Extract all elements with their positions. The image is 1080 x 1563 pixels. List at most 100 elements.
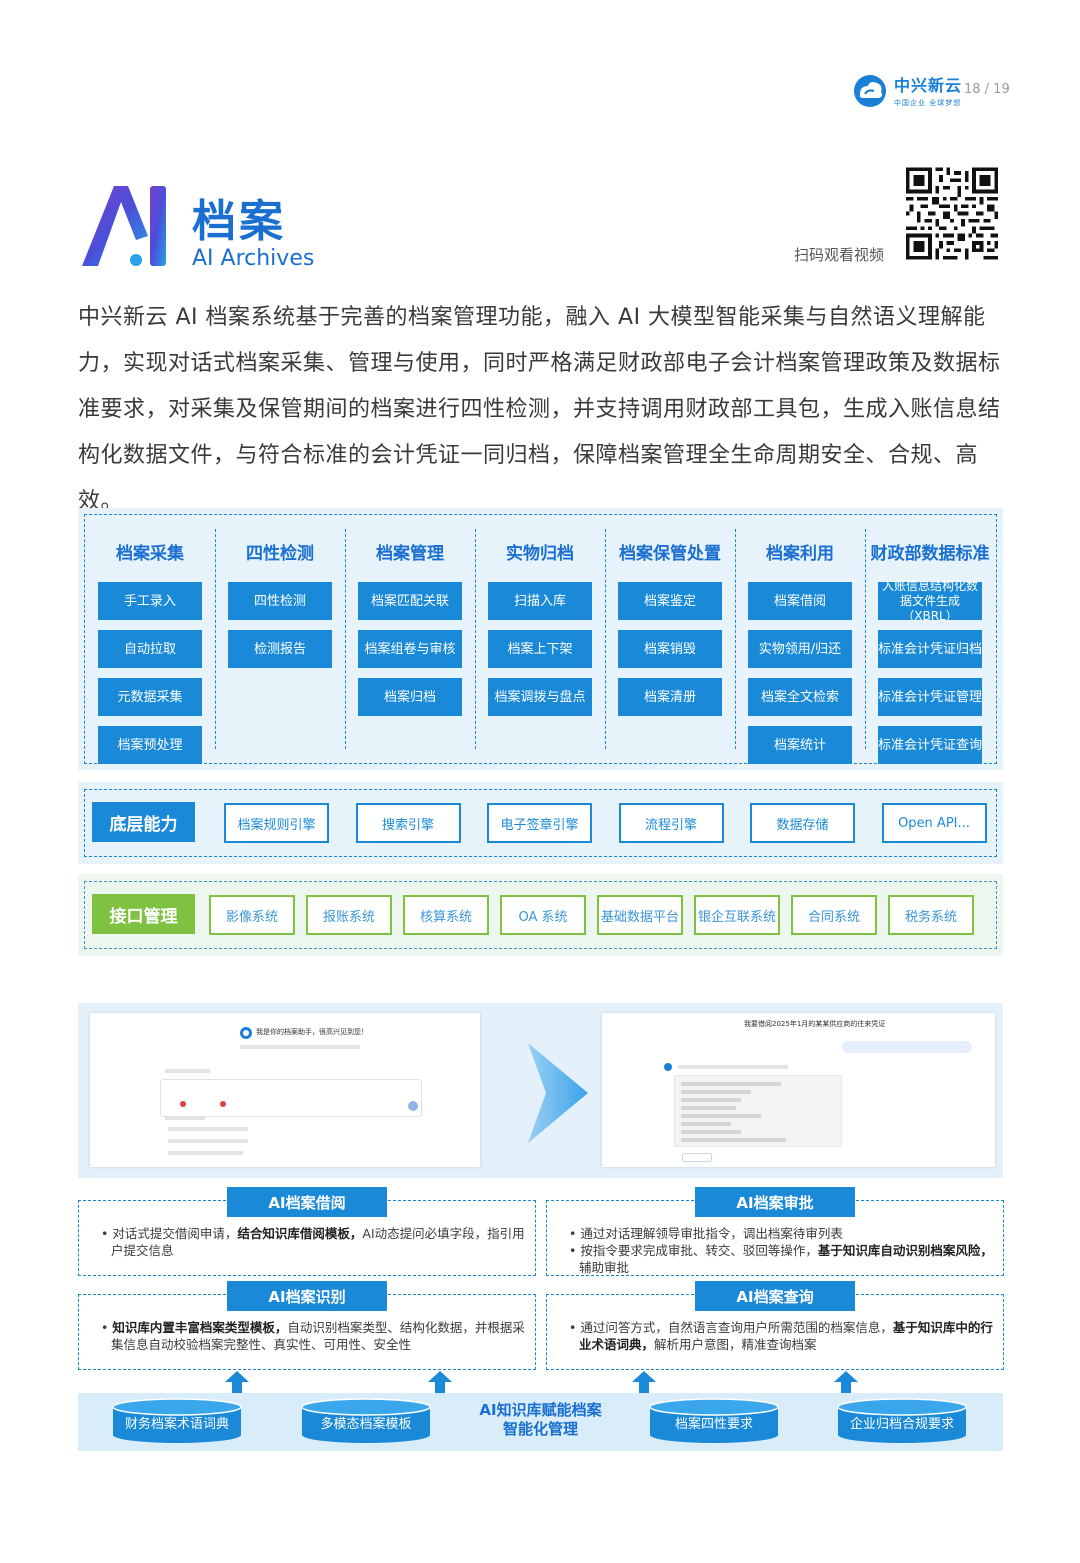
arch-column-title: 财政部数据标准	[870, 544, 990, 564]
knowledge-base-item-label: 多模态档案模板	[320, 1417, 412, 1432]
arch-module: 档案归档	[358, 678, 462, 716]
arch-column-title: 档案保管处置	[619, 544, 721, 564]
qr-code-icon	[906, 167, 998, 260]
brand-logo-group: 中兴新云 中国企业 全球梦想	[850, 70, 962, 110]
knowledge-base-item-label: 企业归档合规要求	[849, 1417, 954, 1432]
ai-gradient-logo	[82, 186, 166, 266]
arch-module: 标准会计凭证归档	[878, 630, 982, 668]
notice-dot-icon	[180, 1101, 186, 1107]
knowledge-base-cylinder: 档案四性要求	[648, 1397, 780, 1443]
arch-module: 档案调拨与盘点	[488, 678, 592, 716]
flow-arrow-icon	[528, 1043, 588, 1143]
assistant-input-box[interactable]	[160, 1079, 422, 1117]
arch-column-7: 财政部数据标准入账信息结构化数据文件生成（XBRL） 标准会计凭证归档标准会计凭证…	[865, 529, 995, 764]
up-arrow-icon	[225, 1371, 249, 1393]
arch-column-divider	[215, 529, 216, 749]
feature-borrow-text: • 对话式提交借阅申请，结合知识库借阅模板，AI动态提问必填字段，指引用户提交信…	[101, 1226, 525, 1258]
arch-module: 档案统计	[748, 726, 852, 764]
interface-system-chip: 基础数据平台	[597, 895, 683, 935]
notice-dot-icon-2	[220, 1101, 226, 1107]
knowledge-base-cylinder: 企业归档合规要求	[836, 1397, 968, 1443]
arch-column-1: 档案采集手工录入自动拉取元数据采集档案预处理	[85, 529, 215, 764]
base-layer-frame	[84, 789, 997, 857]
interface-layer-frame	[84, 881, 997, 949]
assistant-home-screen: 我是你的档案助手，很高兴见到您！	[90, 1013, 480, 1167]
assistant-logo-icon	[240, 1027, 252, 1039]
arch-module: 档案清册	[618, 678, 722, 716]
arch-module: 检测报告	[228, 630, 332, 668]
interface-system-chip: 影像系统	[209, 895, 295, 935]
knowledge-base-title: AI知识库赋能档案智能化管理	[479, 1401, 602, 1438]
feature-recognize: AI档案识别 • 知识库内置丰富档案类型模板，自动识别档案类型、结构化数据，并根…	[78, 1281, 536, 1370]
send-icon[interactable]	[408, 1101, 418, 1111]
arch-column-2: 四性检测四性检测检测报告	[215, 529, 345, 755]
confirm-button[interactable]	[682, 1153, 712, 1162]
base-capability-chip: 数据存储	[750, 803, 855, 843]
feature-borrow: AI档案借阅 • 对话式提交借阅申请，结合知识库借阅模板，AI动态提问必填字段，…	[78, 1187, 536, 1276]
base-capability-chip: 搜索引擎	[355, 803, 461, 843]
page-number: 18 / 19	[964, 82, 1010, 97]
base-capability-chip: 流程引擎	[618, 803, 724, 843]
page-subtitle: AI Archives	[192, 246, 315, 271]
assistant-greeting: 我是你的档案助手，很高兴见到您！	[256, 1028, 368, 1036]
arch-module: 档案鉴定	[618, 582, 722, 620]
arch-column-3: 档案管理档案匹配关联档案组卷与审核档案归档	[345, 529, 475, 755]
interface-system-chip: 税务系统	[888, 895, 974, 935]
feature-query-text: • 通过问答方式，自然语言查询用户所需范围的档案信息，基于知识库中的行业术语词典…	[569, 1320, 993, 1352]
arch-module: 标准会计凭证查询	[878, 726, 982, 764]
knowledge-base-cylinder: 多模态档案模板	[300, 1397, 432, 1443]
arch-module: 四性检测	[228, 582, 332, 620]
arch-module: 档案预处理	[98, 726, 202, 764]
up-arrow-icon-4	[834, 1371, 858, 1393]
borrow-query-title: 我要借阅2025年1月的某某供应商的往来凭证	[744, 1020, 886, 1028]
knowledge-base-cylinder: 财务档案术语词典	[111, 1397, 243, 1443]
base-capability-chip: 档案规则引擎	[224, 803, 329, 843]
arch-module: 档案销毁	[618, 630, 722, 668]
brand-slogan: 中国企业 全球梦想	[894, 99, 962, 107]
feature-approve-line1: • 通过对话理解领导审批指令，调出档案待审列表	[569, 1226, 843, 1241]
up-arrow-icon-2	[428, 1371, 452, 1393]
assistant-avatar-icon	[664, 1063, 672, 1071]
arch-column-6: 档案利用档案借阅实物领用/归还档案全文检索档案统计	[735, 529, 865, 764]
arch-column-divider	[345, 529, 346, 749]
arch-module: 手工录入	[98, 582, 202, 620]
base-capability-chip: Open API...	[881, 803, 987, 843]
feature-query-title: AI档案查询	[695, 1281, 855, 1311]
arch-module: 扫描入库	[488, 582, 592, 620]
assistant-chat-screen: 我要借阅2025年1月的某某供应商的往来凭证	[602, 1013, 995, 1167]
cloud-logo-icon	[854, 75, 886, 107]
arch-column-5: 档案保管处置档案鉴定档案销毁档案清册	[605, 529, 735, 755]
feature-query: AI档案查询 • 通过问答方式，自然语言查询用户所需范围的档案信息，基于知识库中…	[546, 1281, 1004, 1370]
feature-recognize-text: • 知识库内置丰富档案类型模板，自动识别档案类型、结构化数据，并根据采集信息自动…	[101, 1320, 525, 1352]
page-title: 档案	[192, 196, 286, 247]
interface-layer-label: 接口管理	[92, 894, 195, 934]
interface-system-chip: 核算系统	[403, 895, 489, 935]
architecture-panel: 档案采集手工录入自动拉取元数据采集档案预处理四性检测四性检测检测报告档案管理档案…	[78, 508, 1003, 770]
arch-module: 档案借阅	[748, 582, 852, 620]
knowledge-base-bar: AI知识库赋能档案智能化管理 财务档案术语词典 多模态档案模板 档案四性要求 企业归档…	[78, 1393, 1003, 1451]
intro-paragraph: 中兴新云 AI 档案系统基于完善的档案管理功能，融入 AI 大模型智能采集与自然…	[78, 305, 1001, 514]
arch-column-divider	[605, 529, 606, 749]
arch-module: 入账信息结构化数据文件生成（XBRL）	[878, 579, 982, 623]
knowledge-base-item-label: 档案四性要求	[674, 1417, 753, 1432]
brand-name: 中兴新云	[894, 76, 963, 95]
interface-system-chip: 合同系统	[791, 895, 877, 935]
arch-column-divider	[865, 529, 866, 749]
arch-column-divider	[735, 529, 736, 749]
up-arrow-icon-3	[632, 1371, 656, 1393]
arch-module: 档案组卷与审核	[358, 630, 462, 668]
assistant-screenshots: 我是你的档案助手，很高兴见到您！ 我要借阅2025年1月的某某供应商的往来凭证	[78, 1003, 1003, 1178]
arch-module: 档案匹配关联	[358, 582, 462, 620]
interface-system-chip: 银企互联系统	[694, 895, 780, 935]
arch-module: 自动拉取	[98, 630, 202, 668]
arch-module: 实物领用/归还	[748, 630, 852, 668]
arch-module: 档案上下架	[488, 630, 592, 668]
feature-recognize-title: AI档案识别	[227, 1281, 387, 1311]
arch-column-title: 档案利用	[766, 544, 834, 564]
arch-column-title: 档案采集	[116, 544, 184, 564]
feature-approve-line2: • 按指令要求完成审批、转交、驳回等操作，基于知识库自动识别档案风险，辅助审批	[569, 1243, 993, 1275]
arch-column-title: 四性检测	[246, 544, 314, 564]
interface-system-chip: OA 系统	[500, 895, 586, 935]
